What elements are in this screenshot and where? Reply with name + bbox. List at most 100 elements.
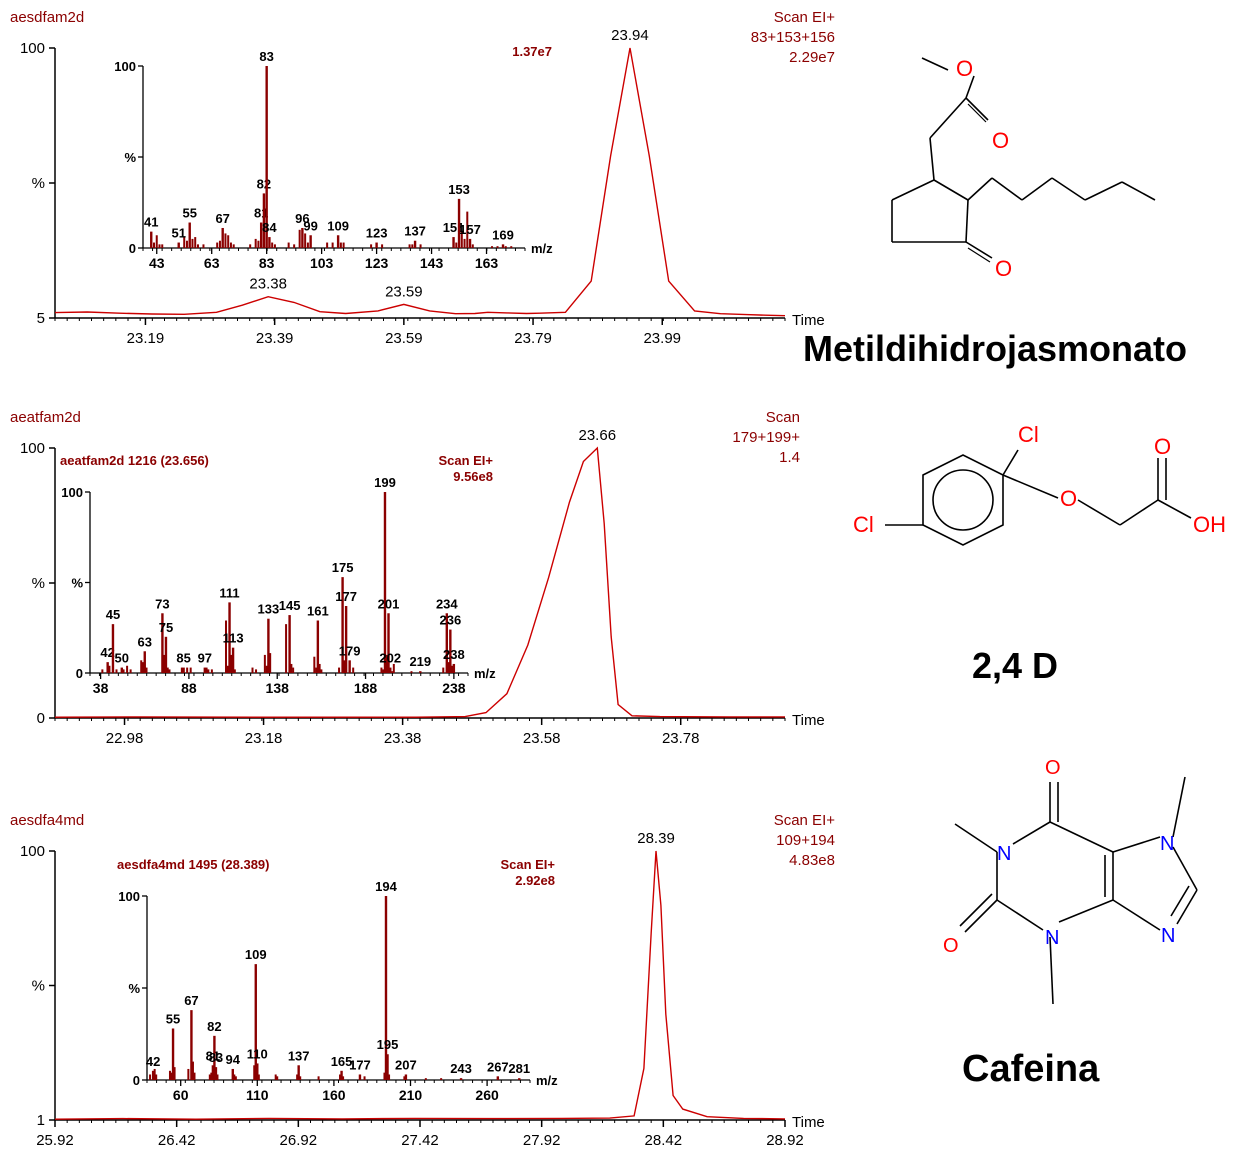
spectrum-peak-label: 113 [223,631,244,646]
x-tick-label: 23.99 [643,330,681,347]
spectrum-peak-label: 55 [182,206,196,221]
bond [929,137,935,181]
y-tick-label: 1 [37,1112,45,1129]
y-tick-label: 100 [20,843,45,860]
spectrum-peak-label: 207 [395,1057,417,1072]
spectrum-y-tick-label: % [128,981,140,996]
spectrum-peak-label: 97 [198,651,212,666]
spectrum-peak-label: 67 [215,211,229,226]
atom-label-o: O [943,935,959,957]
y-tick-label: % [32,978,45,995]
bond [1172,846,1198,891]
spectrum-peak-label: 67 [184,993,198,1008]
spectrum-peak-label: 42 [146,1054,160,1069]
aromatic-ring [932,469,994,531]
spectrum-x-tick-label: 238 [442,680,466,696]
chromatogram-trace [54,47,786,317]
spectrum-x-tick-label: 60 [173,1087,189,1103]
spectrum-peak-label: 194 [375,879,397,894]
spectrum-peak-label: 73 [155,596,169,611]
spectrum-y-tick-label: 0 [133,1073,140,1088]
x-tick-label: 26.42 [158,1132,196,1149]
spectrum-peak-label: 50 [115,651,129,666]
spectrum-peak-label: 137 [404,224,426,239]
y-tick-label: 100 [20,40,45,57]
atom-label-cl: Cl [1018,422,1039,447]
bond [967,177,993,201]
spectrum-y-tick-label: 0 [76,666,83,681]
spectrum-peak-label: 85 [176,651,190,666]
spectrum-peak-label: 281 [508,1061,530,1076]
bond [1012,821,1051,845]
x-tick-label: 22.98 [106,730,144,747]
bond [967,247,991,263]
spectrum-peak-label: 175 [332,560,354,575]
spectrum-file-label: aesdfa4md 1495 (28.389) [117,857,269,872]
spectrum-peak-label: 238 [443,647,465,662]
atom-label-n: N [1161,925,1175,947]
spectrum-x-tick-label: 103 [310,255,334,271]
spectrum-y-tick-label: % [71,576,83,591]
x-tick-label: 28.42 [645,1132,683,1149]
chromatogram-trace [54,446,785,718]
atom-label-o: O [1060,486,1077,511]
spectrum-intensity-label: 2.92e8 [515,873,555,888]
bond [1112,836,1161,853]
spectrum-peak-label: 153 [448,182,470,197]
x-tick-label: 25.92 [36,1132,74,1149]
spectrum-peak-label: 161 [307,604,329,619]
spectrum-y-tick-label: 100 [118,889,140,904]
x-tick-label: 23.78 [662,730,700,747]
peak-retention-label: 23.66 [579,427,617,444]
spectrum-peak-label: 123 [366,226,388,241]
atom-label-o: O [995,256,1012,281]
spectrum-file-label: aeatfam2d 1216 (23.656) [60,453,209,468]
x-tick-label: 27.42 [401,1132,439,1149]
y-tick-label: % [32,575,45,592]
x-tick-label: 23.18 [245,730,283,747]
compound-name-2-4-d: 2,4 D [972,645,1059,686]
spectrum-y-tick-label: % [124,150,136,165]
y-tick-label: 100 [20,440,45,457]
y-tick-label: 0 [37,710,45,727]
spectrum-scan-label: Scan EI+ [500,857,555,872]
spectrum-peak-label: 109 [327,218,349,233]
chromatogram-file-label: aesdfam2d [10,9,84,26]
spectrum-peak-label: 177 [335,589,357,604]
peak-retention-label: 23.38 [249,276,287,293]
peak-retention-label: 23.94 [611,27,649,44]
chromatogram-file-label: aeatfam2d [10,409,81,426]
spectrum-peak-label: 83 [209,1050,223,1065]
spectrum-peak-label: 75 [159,620,173,635]
spectrum-peak-label: 42 [100,645,114,660]
bond [1051,177,1086,201]
bond [967,103,987,123]
max-intensity-label: 4.83e8 [789,852,835,869]
structure-metildihidrojasmonato: O O O [891,56,1156,281]
spectrum-peak-label: 234 [436,596,458,611]
max-intensity-label: 1.4 [779,449,800,466]
max-intensity-label: 2.29e7 [789,49,835,66]
atom-label-o: O [1045,757,1061,779]
bond [1084,181,1123,201]
spectrum-intensity-label: 1.37e7 [512,44,552,59]
spectrum-peak-label: 111 [219,585,239,600]
x-axis-title: Time [792,1114,825,1131]
atom-label-o: O [1154,434,1171,459]
monitored-ions-label: 179+199+ [732,429,800,446]
spectrum-x-tick-label: 43 [149,255,165,271]
spectrum-x-tick-label: 163 [475,255,499,271]
spectrum-peak-label: 110 [247,1046,268,1061]
spectrum-scan-label: Scan EI+ [438,453,493,468]
spectrum-x-tick-label: 38 [93,680,109,696]
chromatogram-file-label: aesdfa4md [10,812,84,829]
bond [1172,776,1186,838]
spectrum-y-tick-label: 0 [129,241,136,256]
spectrum-peak-label: 199 [374,475,396,490]
bond [891,179,935,201]
x-tick-label: 26.92 [280,1132,318,1149]
x-tick-label: 23.79 [514,330,552,347]
bond [965,241,993,259]
bond [1077,499,1121,526]
